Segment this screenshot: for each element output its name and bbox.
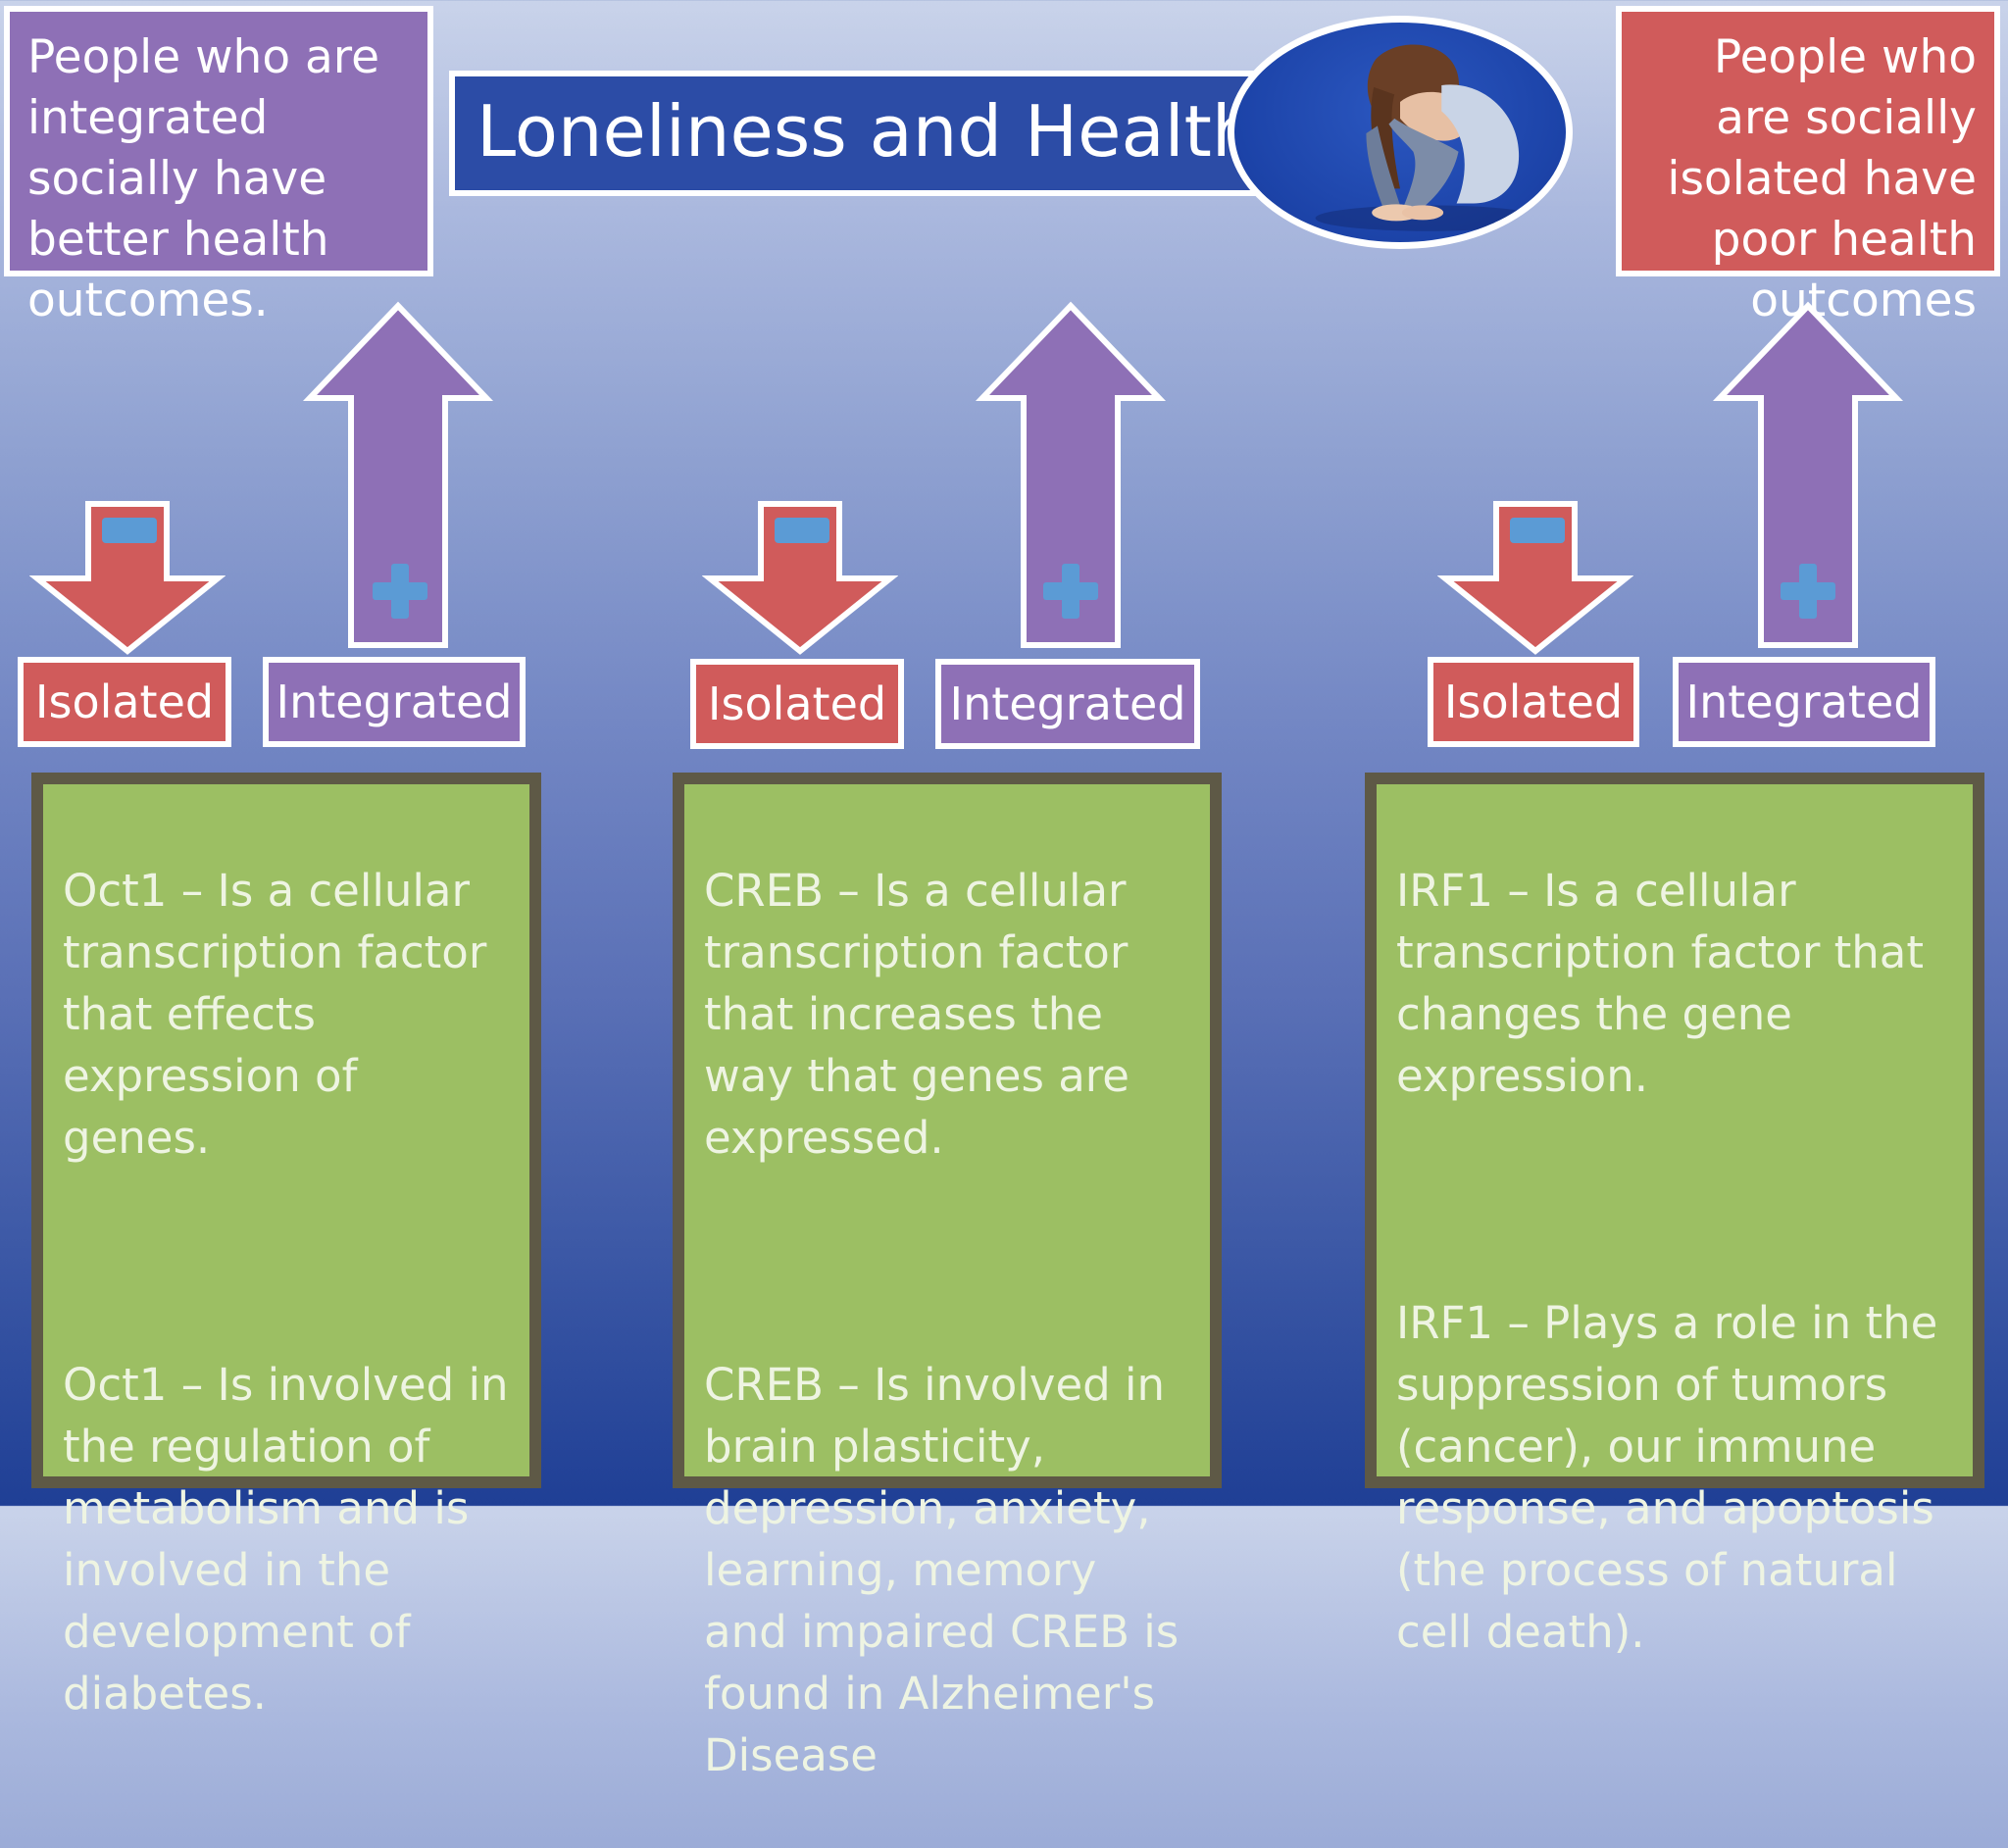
plus-icon-vertical — [1799, 564, 1817, 619]
integrated-label: Integrated — [263, 657, 526, 747]
paragraph-spacer — [704, 1230, 1190, 1292]
down-arrow-icon — [702, 501, 898, 655]
integrated-label-text: Integrated — [1685, 675, 1923, 728]
isolated-label-text: Isolated — [1443, 675, 1624, 728]
paragraph-spacer — [1396, 1169, 1953, 1230]
isolated-label: Isolated — [690, 659, 904, 749]
note-right-text: People who are socially isolated have po… — [1667, 30, 1977, 327]
info-paragraph-1: IRF1 – Is a cellular transcription facto… — [1396, 865, 1925, 1102]
integrated-label: Integrated — [935, 659, 1200, 749]
title-text: Loneliness and Health — [477, 90, 1257, 173]
lonely-person-illustration — [1315, 44, 1542, 231]
up-arrow-icon — [1712, 301, 1904, 648]
down-arrow-icon — [29, 501, 226, 655]
paragraph-spacer — [63, 1230, 510, 1292]
integrated-label: Integrated — [1673, 657, 1935, 747]
info-box-creb: CREB – Is a cellular transcription facto… — [673, 773, 1222, 1781]
minus-icon — [102, 518, 157, 543]
info-paragraph-2: CREB – Is involved in brain plasticity, … — [704, 1359, 1180, 1781]
minus-icon — [1510, 518, 1565, 543]
minus-icon — [775, 518, 829, 543]
info-box-irf1: IRF1 – Is a cellular transcription facto… — [1365, 773, 1984, 1658]
isolated-label-text: Isolated — [707, 677, 887, 730]
plus-icon-vertical — [391, 564, 409, 619]
up-arrow-icon — [975, 301, 1167, 648]
info-box-oct1: Oct1 – Is a cellular transcription facto… — [31, 773, 541, 1720]
integrated-label-text: Integrated — [276, 675, 513, 728]
plus-icon-vertical — [1062, 564, 1079, 619]
page-title: Loneliness and Health — [449, 71, 1273, 196]
isolated-label: Isolated — [18, 657, 231, 747]
isolated-label: Isolated — [1428, 657, 1639, 747]
isolated-label-text: Isolated — [34, 675, 215, 728]
info-paragraph-2: IRF1 – Plays a role in the suppression o… — [1396, 1297, 1938, 1658]
lonely-person-image — [1228, 16, 1573, 249]
integrated-label-text: Integrated — [949, 677, 1186, 730]
note-isolated-poor-health: People who are socially isolated have po… — [1616, 6, 2000, 327]
up-arrow-icon — [302, 301, 494, 648]
down-arrow-icon — [1437, 501, 1633, 655]
info-paragraph-1: Oct1 – Is a cellular transcription facto… — [63, 865, 487, 1164]
info-paragraph-2: Oct1 – Is involved in the regulation of … — [63, 1359, 509, 1720]
note-left-text: People who are integrated socially have … — [27, 30, 380, 327]
note-integrated-better-health: People who are integrated socially have … — [4, 6, 433, 327]
info-paragraph-1: CREB – Is a cellular transcription facto… — [704, 865, 1130, 1164]
